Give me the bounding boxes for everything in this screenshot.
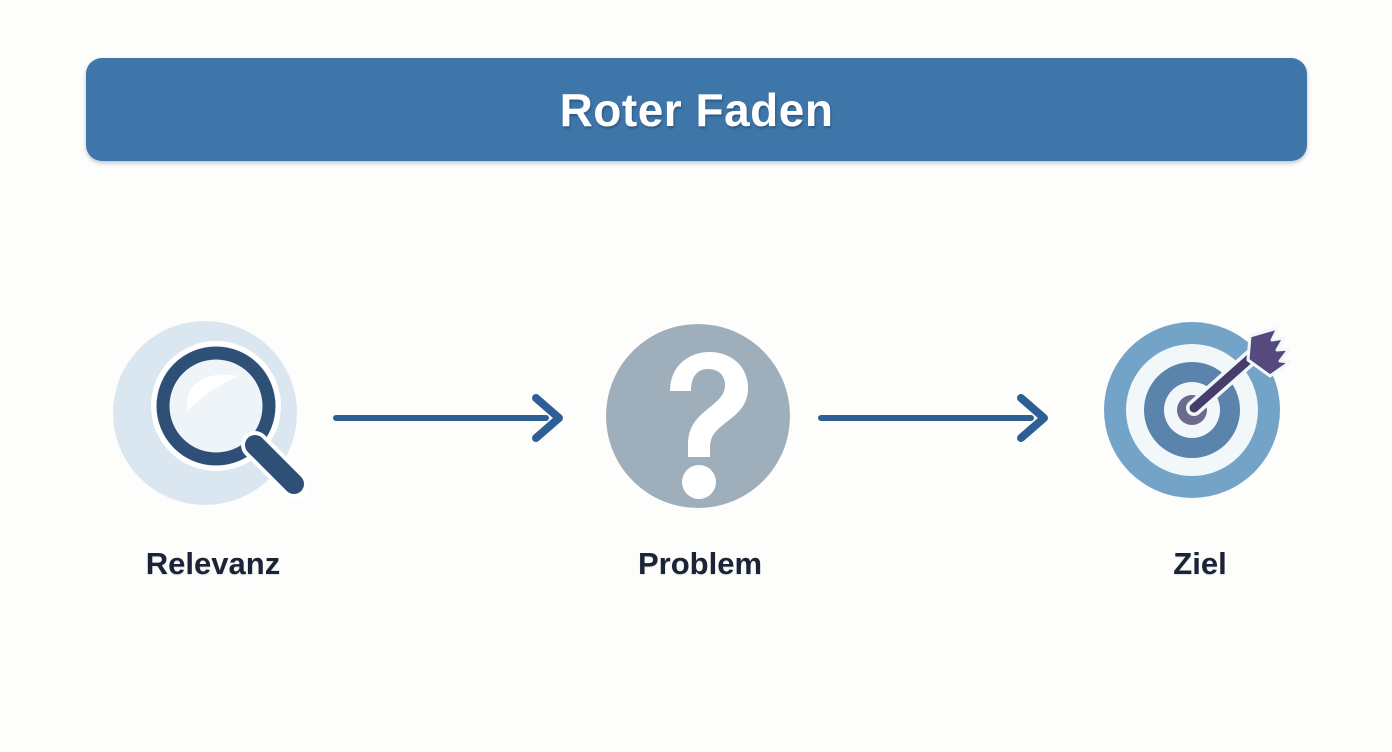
- flow-step-label-problem: Problem: [637, 546, 763, 581]
- title-banner: Roter Faden: [86, 58, 1307, 161]
- process-flow: Relevanz Problem: [0, 318, 1392, 618]
- flow-step-label-ziel: Ziel: [1173, 546, 1227, 581]
- question-mark-icon: [600, 318, 800, 518]
- arrow-relevanz-to-problem: [330, 392, 575, 444]
- target-arrow-icon: [1100, 318, 1300, 518]
- page-title: Roter Faden: [559, 83, 834, 136]
- arrow-problem-to-ziel: [815, 392, 1060, 444]
- magnifier-icon: [113, 318, 313, 518]
- flow-step-problem[interactable]: Problem: [550, 318, 850, 582]
- flow-step-ziel[interactable]: Ziel: [1050, 318, 1350, 582]
- flow-step-label-relevanz: Relevanz: [145, 546, 281, 581]
- flow-step-relevanz[interactable]: Relevanz: [63, 318, 363, 582]
